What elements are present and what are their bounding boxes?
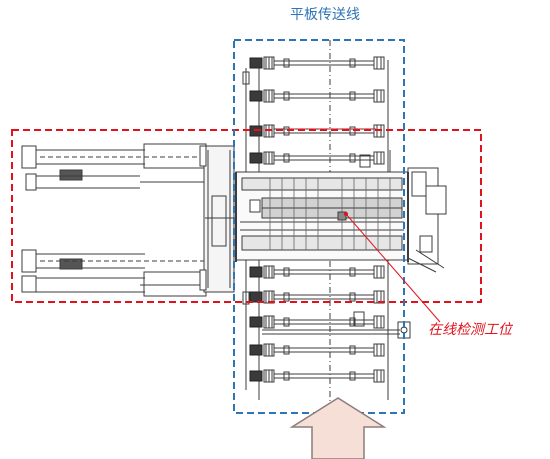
left-transfer-arm-top — [21, 143, 210, 191]
inspection-zone-frame — [11, 129, 482, 303]
conveyor-title: 平板传送线 — [290, 7, 360, 23]
station-marker — [344, 212, 348, 216]
inspection-table — [235, 150, 409, 262]
station-label: 在线检测工位 — [428, 322, 512, 338]
station-leader-line — [345, 213, 441, 323]
left-transfer-arm-bottom — [21, 249, 210, 297]
left-carriage — [199, 145, 236, 293]
right-drive-unit — [407, 167, 447, 273]
input-direction-arrow — [289, 397, 387, 459]
roller-rows-top — [249, 56, 385, 165]
